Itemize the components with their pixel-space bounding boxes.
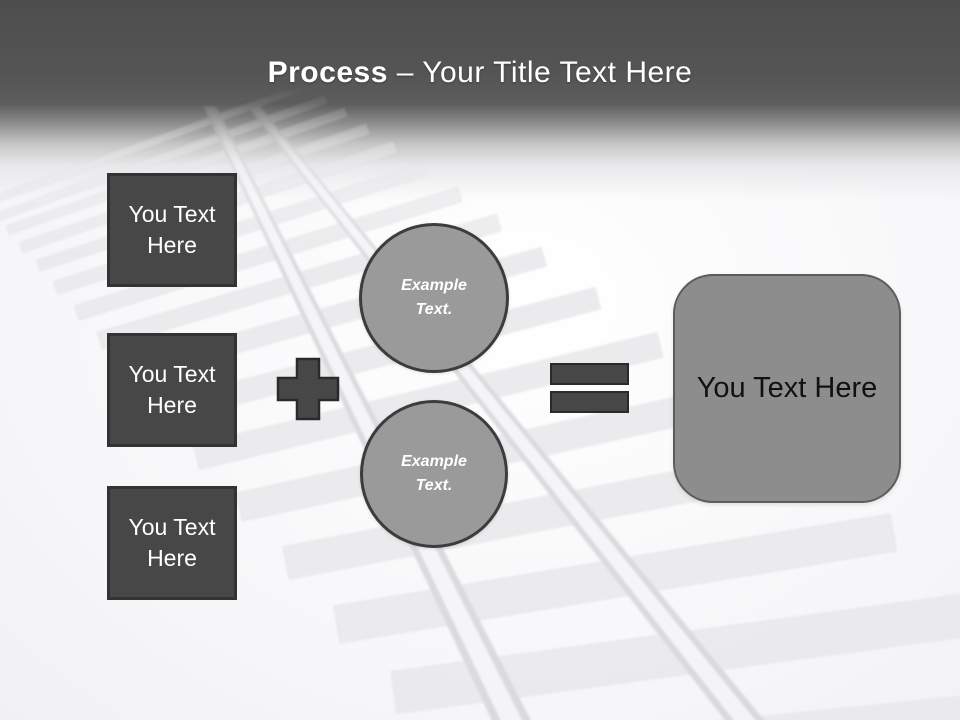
text-box-3-label: You Text Here xyxy=(128,514,216,571)
example-circle-2-label: Example Text. xyxy=(401,453,467,494)
title-separator: – xyxy=(396,56,414,89)
result-box[interactable]: You Text Here xyxy=(673,274,901,503)
example-circle-1[interactable]: Example Text. xyxy=(359,223,509,373)
example-circle-1-label: Example Text. xyxy=(401,277,467,318)
plus-icon xyxy=(276,357,340,421)
result-box-label: You Text Here xyxy=(696,372,878,404)
text-box-1[interactable]: You Text Here xyxy=(107,173,237,287)
slide-title[interactable]: Process – Your Title Text Here xyxy=(0,54,960,92)
text-box-2[interactable]: You Text Here xyxy=(107,333,237,447)
equals-bar-bottom xyxy=(550,391,629,413)
text-box-2-label: You Text Here xyxy=(128,361,216,418)
equals-bar-top xyxy=(550,363,629,385)
title-primary: Process xyxy=(267,56,388,89)
title-secondary: Your Title Text Here xyxy=(422,56,693,89)
text-box-3[interactable]: You Text Here xyxy=(107,486,237,600)
equals-icon xyxy=(550,363,629,413)
example-circle-2[interactable]: Example Text. xyxy=(360,400,508,548)
header-band xyxy=(0,0,960,200)
text-box-1-label: You Text Here xyxy=(128,201,216,258)
